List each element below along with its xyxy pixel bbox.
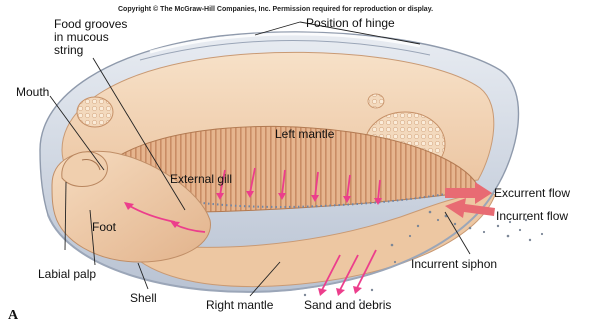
label-external-gill: External gill <box>170 173 232 186</box>
label-food-grooves-line-3: string <box>54 44 127 57</box>
copyright-notice: Copyright © The McGraw-Hill Companies, I… <box>118 6 433 13</box>
label-food-grooves: Food grooves in mucous string <box>54 18 127 57</box>
label-excurrent-flow: Excurrent flow <box>494 187 570 200</box>
label-right-mantle: Right mantle <box>206 299 273 312</box>
label-sand-and-debris: Sand and debris <box>304 299 391 312</box>
label-incurrent-flow: Incurrent flow <box>496 210 568 223</box>
label-incurrent-siphon: Incurrent siphon <box>411 258 497 271</box>
adductor-muscle-anterior <box>77 97 113 127</box>
label-left-mantle: Left mantle <box>275 128 334 141</box>
label-foot: Foot <box>92 221 116 234</box>
label-shell: Shell <box>130 292 157 305</box>
label-labial-palp: Labial palp <box>38 268 96 281</box>
figure-letter: A <box>8 308 18 324</box>
label-mouth: Mouth <box>16 86 49 99</box>
label-position-of-hinge: Position of hinge <box>306 17 395 30</box>
